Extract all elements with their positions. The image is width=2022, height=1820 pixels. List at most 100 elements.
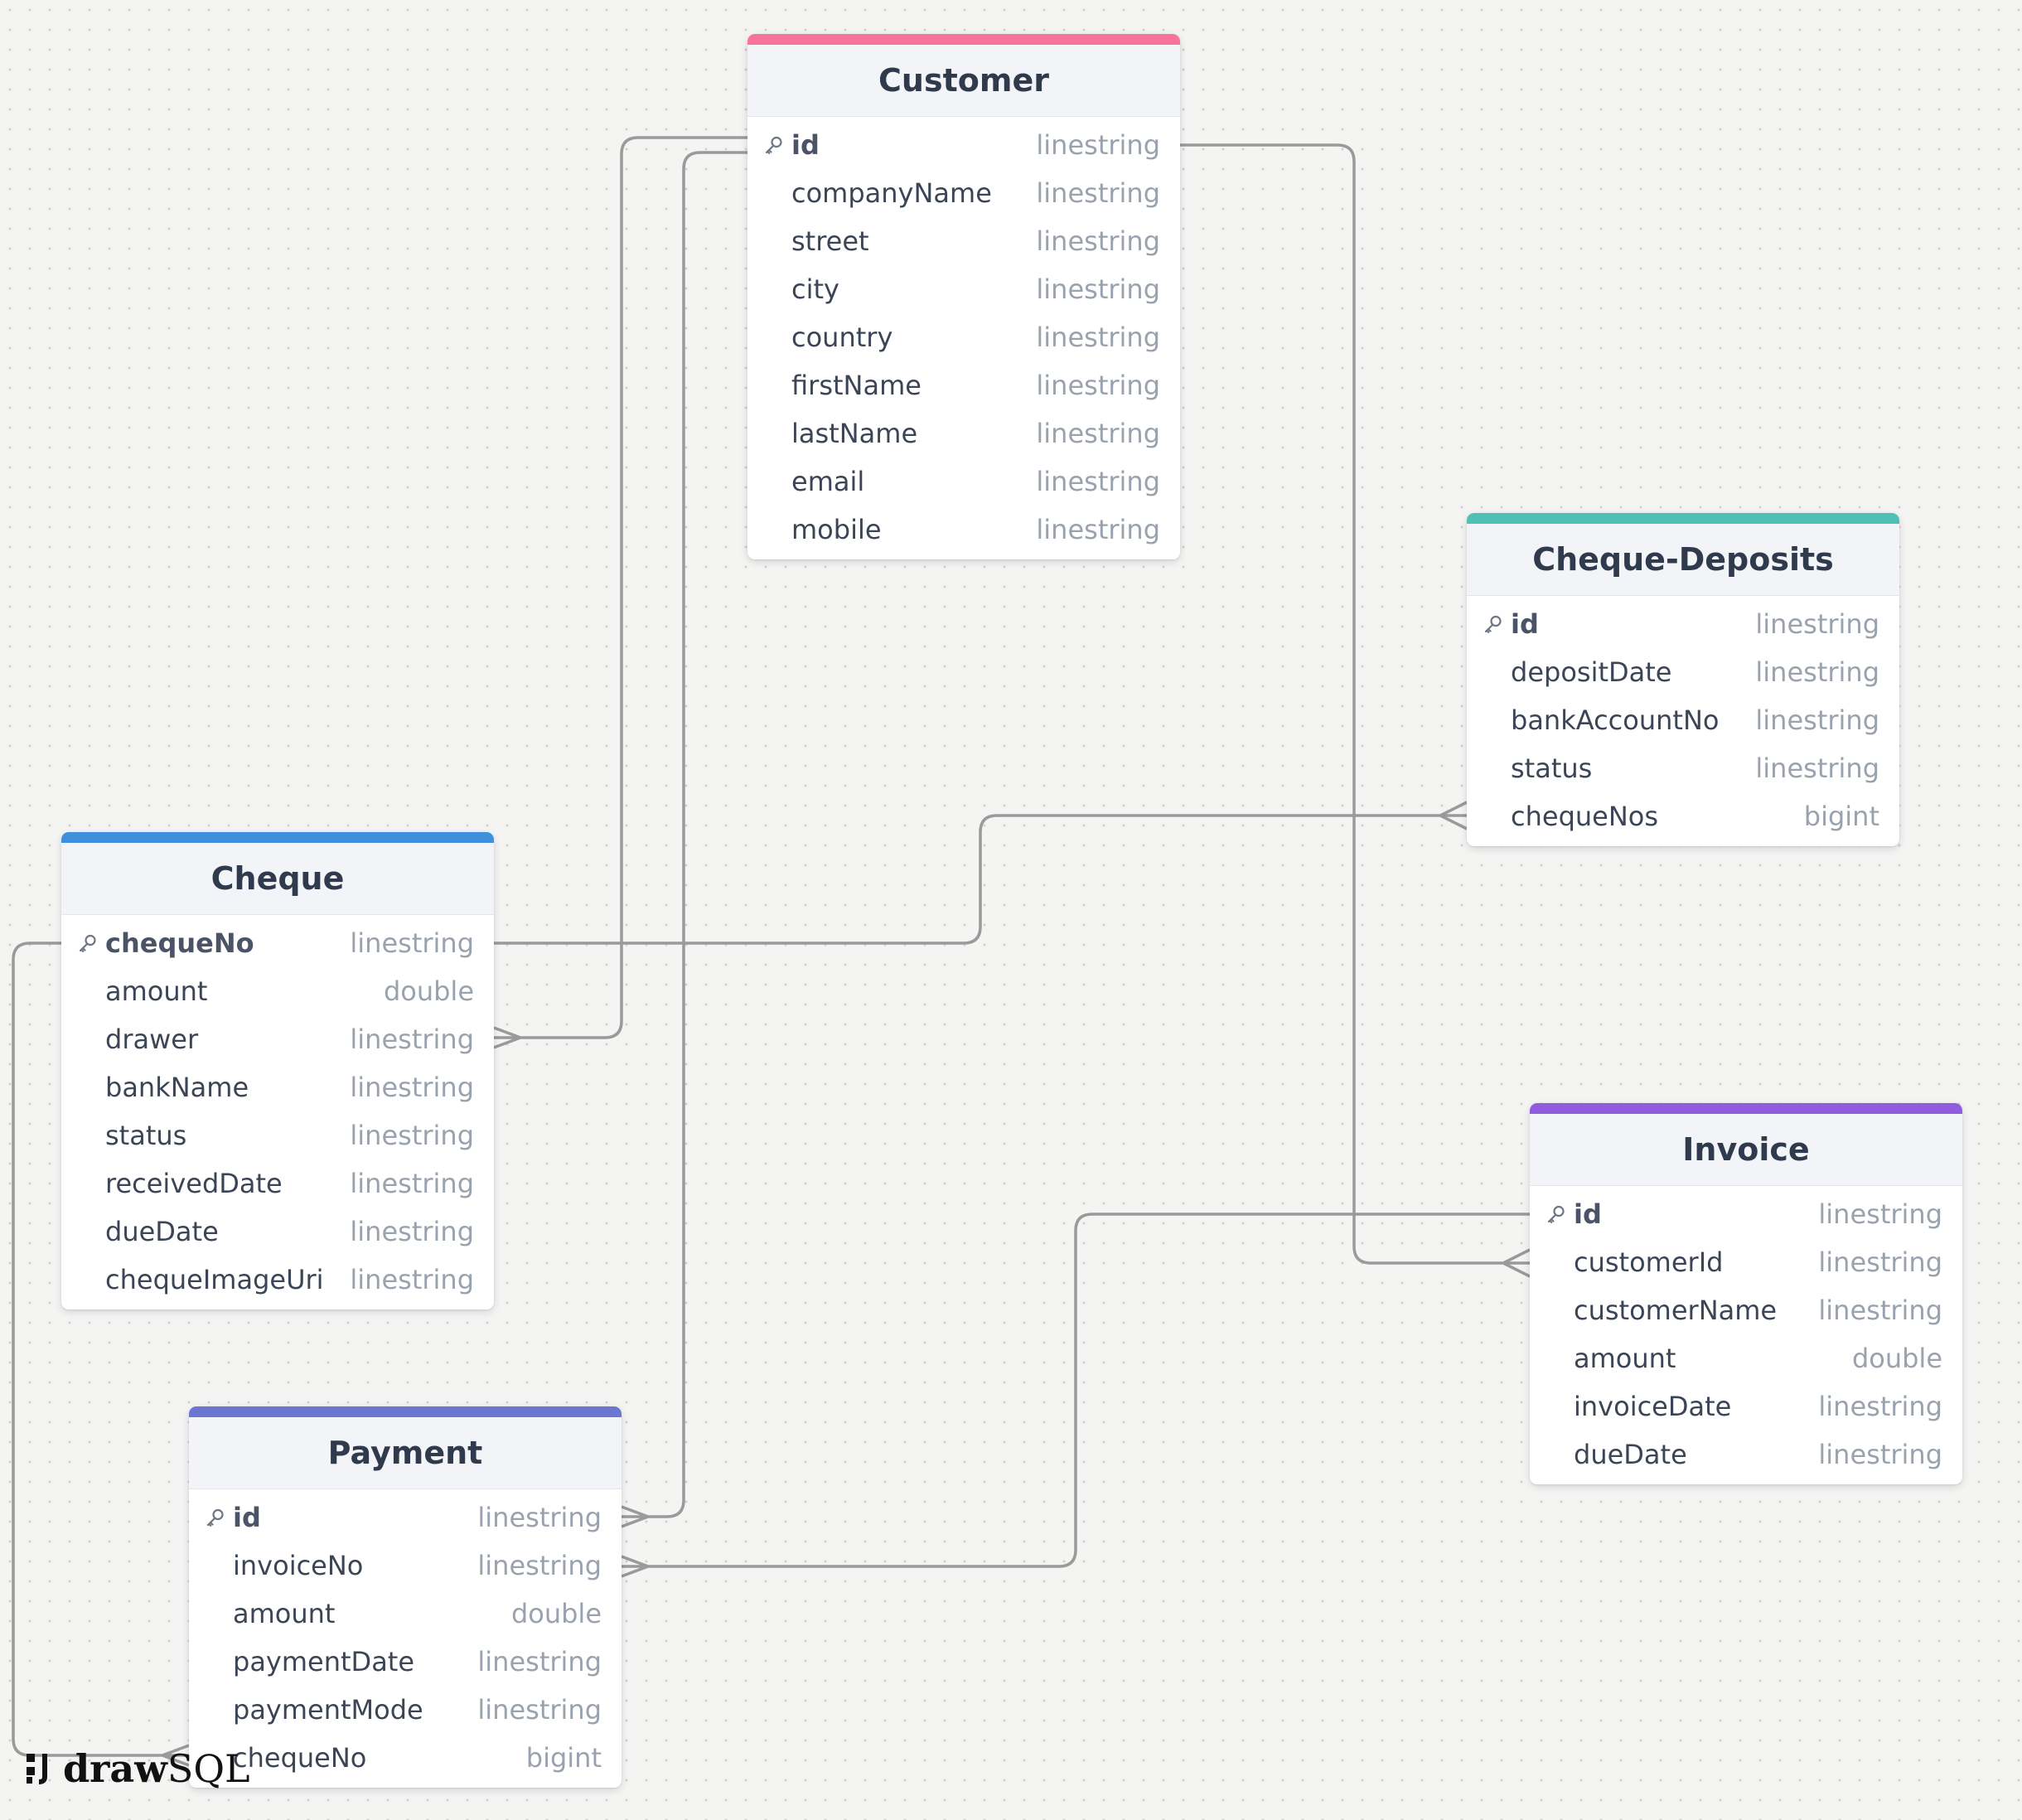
field-row[interactable]: firstName linestring [747, 361, 1180, 409]
field-type: bigint [525, 1742, 602, 1774]
field-name: dueDate [105, 1216, 219, 1247]
relation-invoice-payment[interactable] [621, 1213, 1530, 1578]
table-title[interactable]: Payment [189, 1417, 622, 1489]
logo-word-draw: draw [63, 1746, 167, 1791]
field-name: firstName [791, 370, 922, 401]
field-type: linestring [1818, 1391, 1942, 1422]
field-name: chequeNo [233, 1742, 367, 1774]
field-type: linestring [1755, 753, 1879, 784]
field-name: chequeImageUri [105, 1264, 324, 1295]
field-type: linestring [350, 927, 474, 959]
field-row[interactable]: chequeNo bigint [189, 1734, 622, 1782]
field-row[interactable]: lastName linestring [747, 409, 1180, 457]
field-type: linestring [350, 1024, 474, 1055]
table-color-bar [61, 832, 494, 843]
logo-word-sql: SQL [167, 1746, 250, 1791]
field-name: invoiceDate [1574, 1391, 1732, 1422]
relation-customer-cheque[interactable] [493, 136, 747, 1049]
field-type: linestring [1036, 466, 1160, 497]
field-name: invoiceNo [233, 1550, 364, 1581]
field-name: companyName [791, 177, 992, 209]
field-name: customerName [1574, 1295, 1778, 1326]
field-row[interactable]: drawer linestring [61, 1015, 494, 1063]
field-row[interactable]: dueDate linestring [61, 1208, 494, 1256]
table-color-bar [747, 34, 1180, 45]
field-name: bankAccountNo [1511, 704, 1720, 736]
field-row[interactable]: customerId linestring [1530, 1238, 1962, 1286]
field-row[interactable]: dueDate linestring [1530, 1430, 1962, 1479]
field-name: drawer [105, 1024, 199, 1055]
table-title[interactable]: Cheque [61, 843, 494, 915]
field-name: customerId [1574, 1246, 1724, 1278]
field-type: linestring [477, 1550, 602, 1581]
field-name: email [791, 466, 865, 497]
field-type: linestring [1818, 1439, 1942, 1470]
field-row[interactable]: bankName linestring [61, 1063, 494, 1111]
field-type: linestring [1818, 1246, 1942, 1278]
field-name: chequeNos [1511, 801, 1659, 832]
table-title[interactable]: Invoice [1530, 1114, 1962, 1186]
field-row[interactable]: chequeNo linestring [61, 919, 494, 967]
field-type: double [510, 1598, 602, 1629]
field-type: double [1851, 1343, 1942, 1374]
field-type: linestring [1036, 370, 1160, 401]
field-row[interactable]: amount double [189, 1590, 622, 1638]
field-name: amount [233, 1598, 336, 1629]
relation-customer-payment[interactable] [621, 151, 747, 1528]
relation-cheque-deposits[interactable] [494, 801, 1468, 945]
table-color-bar [1530, 1103, 1962, 1114]
field-row[interactable]: invoiceNo linestring [189, 1542, 622, 1590]
field-type: linestring [350, 1072, 474, 1103]
table-title[interactable]: Customer [747, 45, 1180, 117]
field-type: linestring [1755, 656, 1879, 688]
field-name: bankName [105, 1072, 249, 1103]
field-type: linestring [1036, 418, 1160, 449]
drawsql-logo: drawSQL [25, 1744, 250, 1793]
field-name: id [1574, 1198, 1602, 1230]
relation-cheque-payment[interactable] [12, 941, 190, 1767]
field-name: mobile [791, 514, 882, 545]
field-name: amount [1574, 1343, 1676, 1374]
field-name: status [1511, 753, 1593, 784]
table-color-bar [1467, 513, 1899, 524]
field-row[interactable]: status linestring [1467, 744, 1899, 792]
field-name: chequeNo [105, 927, 254, 959]
field-row[interactable]: invoiceDate linestring [1530, 1382, 1962, 1430]
field-type: linestring [350, 1216, 474, 1247]
relation-customer-invoice[interactable] [1180, 143, 1531, 1278]
field-name: lastName [791, 418, 918, 449]
field-name: depositDate [1511, 656, 1672, 688]
field-row[interactable]: depositDate linestring [1467, 648, 1899, 696]
field-name: id [233, 1502, 261, 1533]
field-row[interactable]: email linestring [747, 457, 1180, 506]
field-row[interactable]: amount double [1530, 1334, 1962, 1382]
field-name: amount [105, 975, 208, 1007]
field-name: dueDate [1574, 1439, 1687, 1470]
table-title[interactable]: Cheque-Deposits [1467, 524, 1899, 596]
